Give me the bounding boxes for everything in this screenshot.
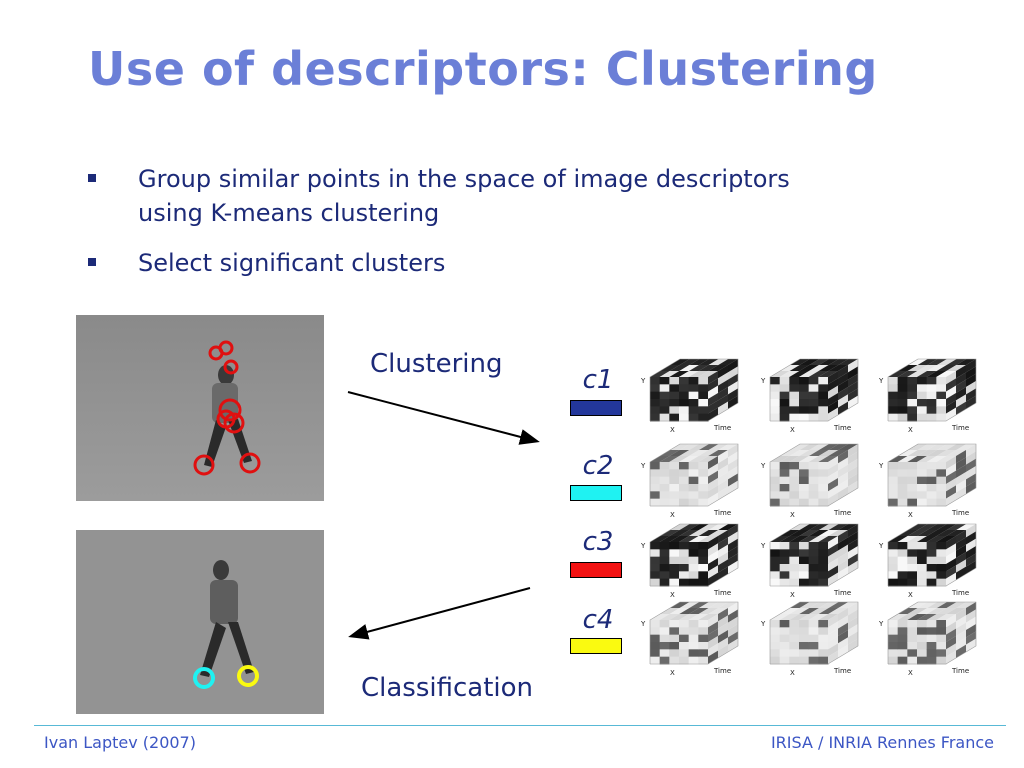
cube-axis-label: Time (713, 589, 731, 597)
descriptor-cube: Y X Time (878, 358, 977, 434)
cube-axis-label: X (908, 591, 913, 599)
descriptor-cube: Y X Time (640, 601, 739, 677)
descriptor-cube: Y X Time (640, 443, 739, 519)
cluster-label-c1: c1 (582, 365, 614, 395)
bullet-text: Select significant clusters (138, 249, 446, 277)
descriptor-cube: Y X Time (760, 443, 859, 519)
cube-axis-label: Y (760, 462, 766, 470)
cluster-swatch-c2 (570, 485, 622, 501)
cube-axis-label: Y (640, 462, 646, 470)
cube-axis-label: X (908, 669, 913, 677)
cube-axis-label: Time (713, 509, 731, 517)
cluster-swatch-c4 (570, 638, 622, 654)
cube-axis-label: Y (760, 620, 766, 628)
cube-axis-label: Y (640, 377, 646, 385)
cube-axis-label: Time (951, 589, 969, 597)
descriptor-cube: Y X Time (640, 523, 739, 599)
footer-divider (34, 725, 1006, 726)
cube-axis-label: Time (833, 589, 851, 597)
cube-axis-label: Time (713, 424, 731, 432)
descriptor-cube: Y X Time (878, 523, 977, 599)
bullet-text: Group similar points in the space of ima… (138, 165, 790, 227)
walking-person-photo-bottom (76, 530, 324, 714)
cube-axis-label: Y (878, 620, 884, 628)
classification-arrow (348, 587, 531, 640)
cluster-swatch-c1 (570, 400, 622, 416)
cube-axis-label: Y (760, 542, 766, 550)
cube-axis-label: Time (833, 424, 851, 432)
square-bullet-icon (88, 174, 96, 182)
cluster-label-c3: c3 (582, 527, 614, 557)
descriptor-cube: Y X Time (760, 601, 859, 677)
cube-axis-label: Y (640, 542, 646, 550)
cube-axis-label: Y (640, 620, 646, 628)
clustering-arrow (347, 391, 540, 445)
descriptor-cube: Y X Time (878, 601, 977, 677)
cube-axis-label: X (670, 511, 675, 519)
footer-author: Ivan Laptev (2007) (44, 733, 196, 752)
bullet-item: Select significant clusters (88, 246, 808, 280)
walking-person-photo-top (76, 315, 324, 501)
slide-title: Use of descriptors: Clustering (88, 42, 878, 96)
cube-axis-label: Time (951, 424, 969, 432)
cube-axis-label: Time (713, 667, 731, 675)
cube-axis-label: Y (760, 377, 766, 385)
bullet-item: Group similar points in the space of ima… (88, 162, 808, 230)
cube-axis-label: Time (951, 667, 969, 675)
cube-axis-label: Time (833, 509, 851, 517)
cube-axis-label: Time (833, 667, 851, 675)
clustering-label: Clustering (370, 349, 503, 379)
cube-axis-label: X (908, 511, 913, 519)
cube-axis-label: Y (878, 462, 884, 470)
footer-institution: IRISA / INRIA Rennes France (770, 733, 994, 752)
cube-axis-label: X (908, 426, 913, 434)
cube-axis-label: Y (878, 377, 884, 385)
cube-axis-label: X (790, 591, 795, 599)
bullet-list: Group similar points in the space of ima… (88, 162, 808, 296)
descriptor-cube: Y X Time (760, 358, 859, 434)
cluster-label-c2: c2 (582, 451, 614, 481)
square-bullet-icon (88, 258, 96, 266)
cube-axis-label: X (670, 669, 675, 677)
cube-axis-label: Y (878, 542, 884, 550)
cube-axis-label: X (670, 426, 675, 434)
classification-label: Classification (361, 673, 534, 703)
cube-axis-label: X (670, 591, 675, 599)
cube-axis-label: X (790, 669, 795, 677)
cube-axis-label: X (790, 511, 795, 519)
descriptor-cube: Y X Time (760, 523, 859, 599)
descriptor-cube: Y X Time (878, 443, 977, 519)
cube-axis-label: X (790, 426, 795, 434)
cube-axis-label: Time (951, 509, 969, 517)
descriptor-cube: Y X Time (640, 358, 739, 434)
cluster-swatch-c3 (570, 562, 622, 578)
cluster-label-c4: c4 (582, 605, 614, 635)
